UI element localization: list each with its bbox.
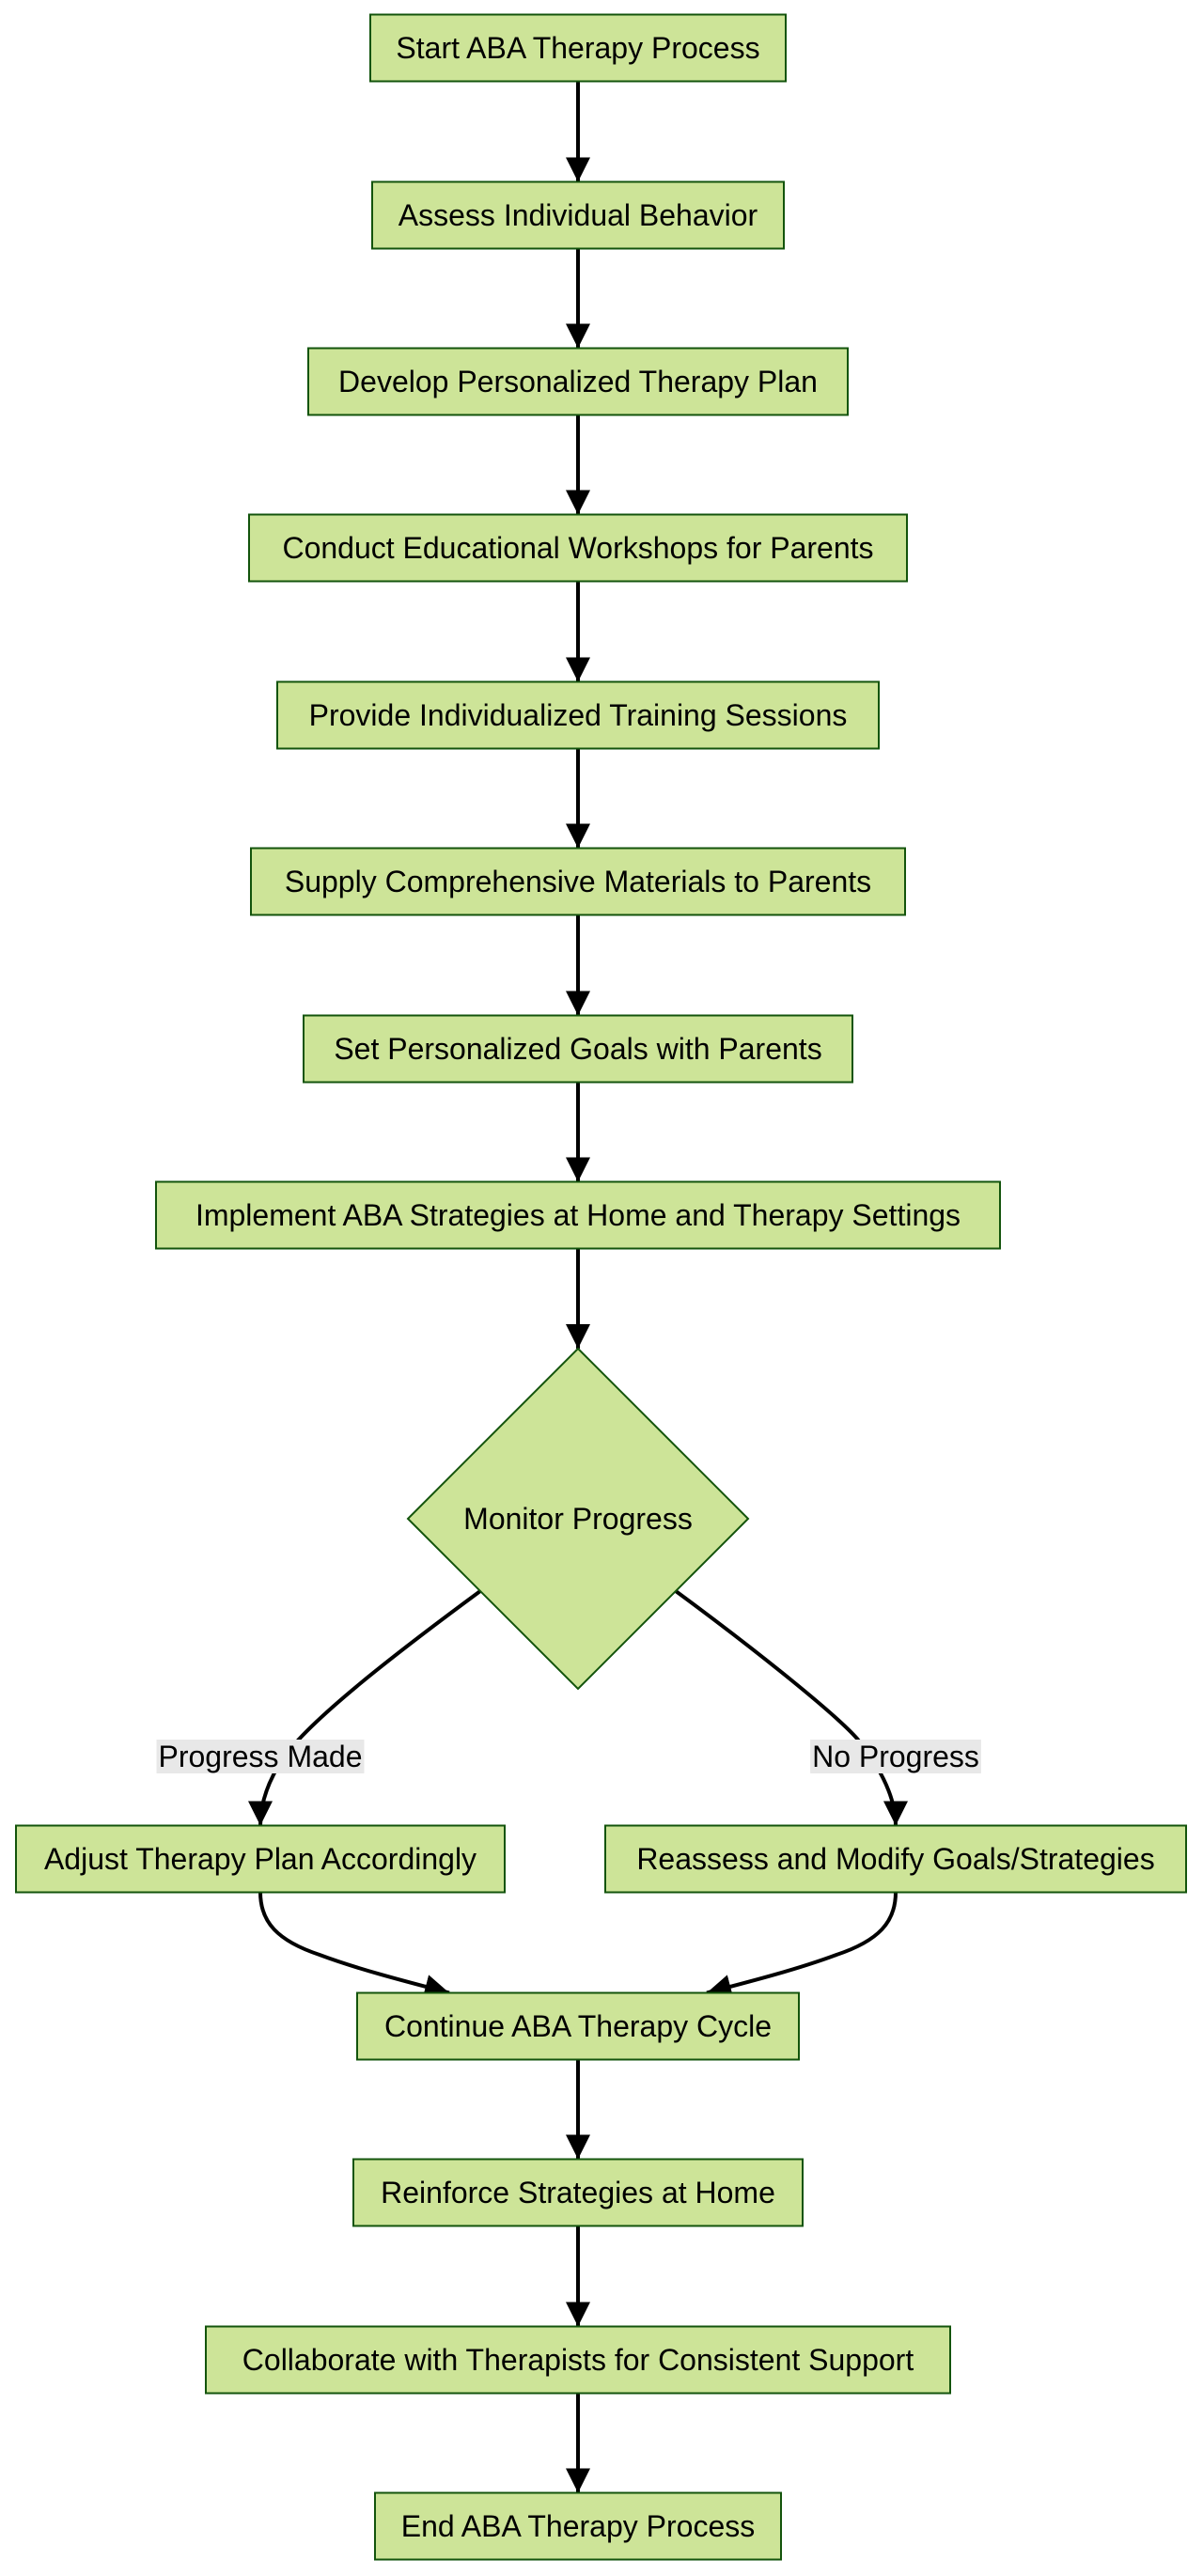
edge-label-text: No Progress (812, 1740, 979, 1773)
edge-label-background (156, 1740, 365, 1773)
edge-reassess-to-continue (706, 1892, 898, 1999)
node-label: Reassess and Modify Goals/Strategies (636, 1842, 1154, 1876)
node-label: Develop Personalized Therapy Plan (338, 365, 818, 398)
node-materials: Supply Comprehensive Materials to Parent… (250, 847, 906, 916)
node-assess: Assess Individual Behavior (371, 180, 785, 250)
node-label: End ABA Therapy Process (401, 2509, 756, 2543)
process-box (248, 513, 908, 583)
node-adjust: Adjust Therapy Plan Accordingly (15, 1824, 506, 1894)
node-label: Start ABA Therapy Process (396, 31, 759, 65)
node-continue: Continue ABA Therapy Cycle (356, 1991, 800, 2061)
node-reassess: Reassess and Modify Goals/Strategies (604, 1824, 1187, 1894)
node-workshops: Conduct Educational Workshops for Parent… (248, 513, 908, 583)
edge-label-adjust: Progress Made (156, 1740, 365, 1773)
edge-label-reassess: No Progress (810, 1740, 981, 1773)
edge-adjust-to-continue (258, 1892, 450, 1999)
process-box (369, 13, 787, 83)
decision-diamond (406, 1347, 750, 1691)
node-end: End ABA Therapy Process (374, 2491, 782, 2561)
node-start: Start ABA Therapy Process (369, 13, 787, 83)
edge-monitor-to-adjust (248, 1589, 482, 1826)
process-box (356, 1991, 800, 2061)
node-label: Supply Comprehensive Materials to Parent… (285, 865, 871, 898)
node-label: Conduct Educational Workshops for Parent… (282, 531, 873, 565)
process-box (155, 1180, 1001, 1250)
node-label: Set Personalized Goals with Parents (334, 1032, 821, 1066)
node-label: Implement ABA Strategies at Home and The… (195, 1198, 961, 1232)
process-box (371, 180, 785, 250)
node-label: Reinforce Strategies at Home (381, 2176, 775, 2209)
process-box (604, 1824, 1187, 1894)
node-label: Assess Individual Behavior (398, 198, 758, 232)
edges-layer (248, 81, 908, 2493)
process-box (374, 2491, 782, 2561)
process-box (307, 347, 849, 416)
process-box (15, 1824, 506, 1894)
node-training: Provide Individualized Training Sessions (276, 680, 880, 750)
process-box (250, 847, 906, 916)
node-label: Monitor Progress (463, 1502, 693, 1536)
node-implement: Implement ABA Strategies at Home and The… (155, 1180, 1001, 1250)
process-box (276, 680, 880, 750)
process-box (303, 1014, 853, 1084)
node-label: Collaborate with Therapists for Consiste… (242, 2343, 914, 2377)
edge-labels-layer: Progress Made No Progress (156, 1740, 981, 1773)
node-reinforce: Reinforce Strategies at Home (352, 2158, 804, 2227)
process-box (205, 2325, 951, 2395)
edge-monitor-to-reassess (674, 1589, 908, 1826)
node-label: Provide Individualized Training Sessions (309, 698, 848, 732)
node-goals: Set Personalized Goals with Parents (303, 1014, 853, 1084)
edge-label-text: Progress Made (159, 1740, 363, 1773)
node-collaborate: Collaborate with Therapists for Consiste… (205, 2325, 951, 2395)
node-monitor: Monitor Progress (406, 1347, 750, 1691)
process-box (352, 2158, 804, 2227)
node-label: Continue ABA Therapy Cycle (384, 2009, 772, 2043)
node-develop: Develop Personalized Therapy Plan (307, 347, 849, 416)
edge-label-background (810, 1740, 981, 1773)
node-label: Adjust Therapy Plan Accordingly (44, 1842, 477, 1876)
